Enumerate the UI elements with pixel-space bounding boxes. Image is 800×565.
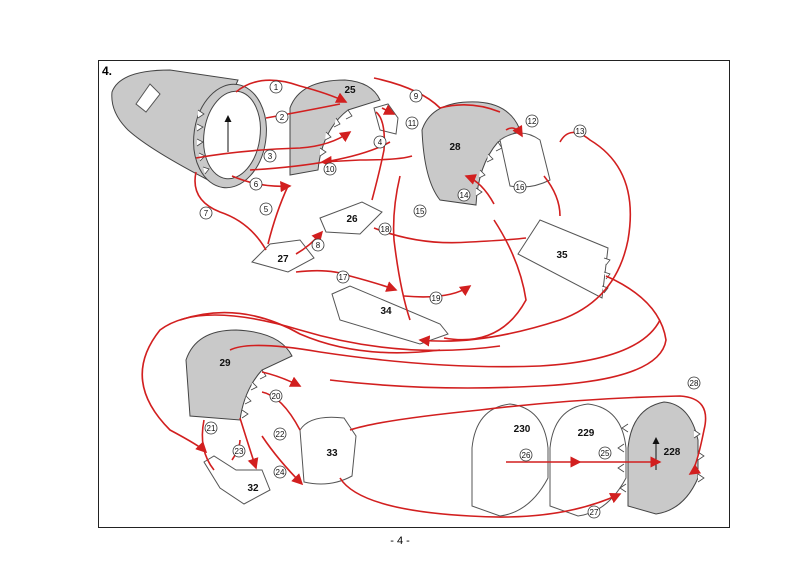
marker-3: 3: [263, 149, 277, 163]
svg-text:11: 11: [408, 119, 417, 128]
marker-1: 1: [269, 80, 283, 94]
small-piece-near-25: [373, 103, 399, 135]
svg-text:19: 19: [432, 294, 441, 303]
part-label-32: 32: [247, 483, 259, 494]
marker-26: 26: [519, 448, 533, 462]
svg-text:21: 21: [207, 424, 216, 433]
marker-13: 13: [573, 124, 587, 138]
part-label-29: 29: [219, 358, 231, 369]
svg-text:27: 27: [590, 508, 599, 517]
svg-text:6: 6: [254, 180, 259, 189]
bulkhead-part-228: 228: [617, 401, 705, 515]
marker-14: 14: [457, 188, 471, 202]
part-label-25: 25: [344, 85, 356, 96]
marker-27: 27: [587, 505, 601, 519]
marker-9: 9: [409, 89, 423, 103]
svg-text:24: 24: [276, 468, 285, 477]
svg-text:28: 28: [690, 379, 699, 388]
marker-10: 10: [323, 162, 337, 176]
part-label-33: 33: [326, 448, 338, 459]
svg-text:17: 17: [339, 273, 348, 282]
marker-17: 17: [336, 270, 350, 284]
svg-text:5: 5: [264, 205, 269, 214]
marker-12: 12: [525, 114, 539, 128]
step-markers: 1 2 3 4 5 6 7 8 9 10 11 12 13 14 15 16 1…: [199, 80, 701, 519]
svg-text:7: 7: [204, 209, 209, 218]
svg-text:26: 26: [522, 451, 531, 460]
marker-2: 2: [275, 110, 289, 124]
svg-text:23: 23: [235, 447, 244, 456]
marker-19: 19: [429, 291, 443, 305]
connection-lines: [141, 77, 707, 518]
part-label-28: 28: [449, 142, 461, 153]
bulkhead-part-229: 229: [549, 403, 627, 517]
section-part-33: 33: [299, 416, 357, 485]
svg-text:20: 20: [272, 392, 281, 401]
marker-18: 18: [378, 222, 392, 236]
bulkhead-part-230: 230: [471, 403, 549, 517]
marker-28: 28: [687, 376, 701, 390]
svg-text:15: 15: [416, 207, 425, 216]
svg-text:25: 25: [601, 449, 610, 458]
svg-text:14: 14: [460, 191, 469, 200]
page-number: - 4 -: [390, 535, 410, 547]
svg-text:16: 16: [516, 183, 525, 192]
marker-20: 20: [269, 389, 283, 403]
svg-text:13: 13: [576, 127, 585, 136]
svg-text:10: 10: [326, 165, 335, 174]
svg-text:4: 4: [378, 138, 383, 147]
svg-text:3: 3: [268, 152, 273, 161]
svg-text:18: 18: [381, 225, 390, 234]
svg-text:9: 9: [414, 92, 419, 101]
fuselage-section-part-29: 29: [185, 329, 293, 421]
svg-text:12: 12: [528, 117, 537, 126]
part-label-35: 35: [556, 250, 568, 261]
marker-25: 25: [598, 446, 612, 460]
part-label-34: 34: [380, 306, 392, 317]
part-label-228: 228: [664, 447, 681, 458]
marker-22: 22: [273, 427, 287, 441]
bracket-part-26: 26: [319, 201, 383, 235]
part-label-230: 230: [514, 424, 531, 435]
marker-16: 16: [513, 180, 527, 194]
svg-text:1: 1: [274, 83, 279, 92]
marker-21: 21: [204, 421, 218, 435]
svg-text:22: 22: [276, 430, 285, 439]
marker-6: 6: [249, 177, 263, 191]
part-label-229: 229: [578, 428, 595, 439]
part-label-26: 26: [346, 214, 358, 225]
step-label: 4.: [102, 64, 113, 78]
section-part-35: 35: [517, 219, 611, 299]
marker-7: 7: [199, 206, 213, 220]
marker-4: 4: [373, 135, 387, 149]
marker-8: 8: [311, 238, 325, 252]
floor-part-34: 34: [331, 285, 449, 345]
svg-text:8: 8: [316, 241, 321, 250]
marker-11: 11: [405, 116, 419, 130]
marker-15: 15: [413, 204, 427, 218]
diagram-frame: [98, 60, 730, 528]
bracket-part-27: 27: [251, 239, 315, 273]
inner-ring-part-16: [499, 132, 551, 188]
marker-23: 23: [232, 444, 246, 458]
part-label-27: 27: [277, 254, 289, 265]
small-part-32: 32: [203, 455, 271, 505]
fuselage-section-part-25: 25: [289, 79, 381, 176]
marker-24: 24: [273, 465, 287, 479]
svg-text:2: 2: [280, 113, 285, 122]
marker-5: 5: [259, 202, 273, 216]
